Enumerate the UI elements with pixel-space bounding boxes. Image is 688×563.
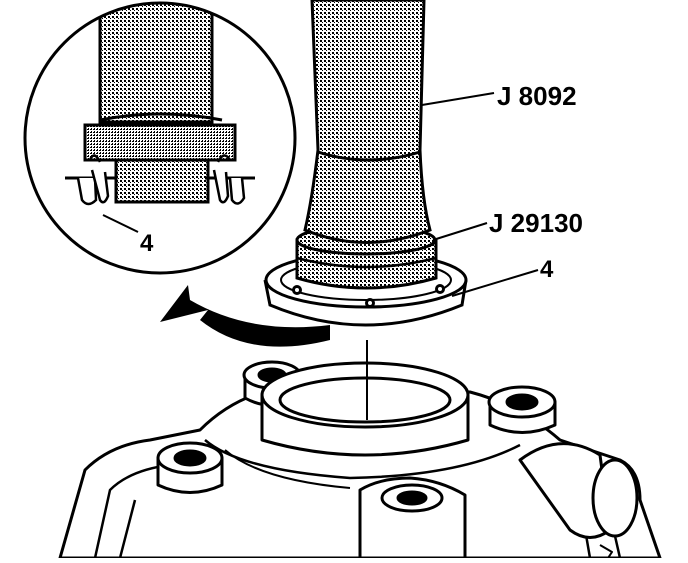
label-tool-j29130: J 29130 bbox=[489, 208, 583, 238]
housing-outlet-right bbox=[518, 442, 639, 559]
detail-inset bbox=[23, 1, 297, 275]
bearing-bore bbox=[260, 361, 470, 457]
tool-j8092 bbox=[303, 0, 432, 244]
detail-arrow bbox=[160, 285, 330, 347]
housing-boss-right bbox=[487, 385, 557, 434]
callout-seal: 4 bbox=[540, 256, 554, 283]
label-tool-j8092: J 8092 bbox=[497, 81, 577, 111]
housing-boss-lower-center bbox=[358, 476, 467, 560]
leader-lines bbox=[421, 92, 539, 297]
axle-housing bbox=[58, 360, 662, 560]
housing-boss-lower-left bbox=[156, 441, 224, 494]
callout-inset-seal: 4 bbox=[140, 230, 154, 257]
